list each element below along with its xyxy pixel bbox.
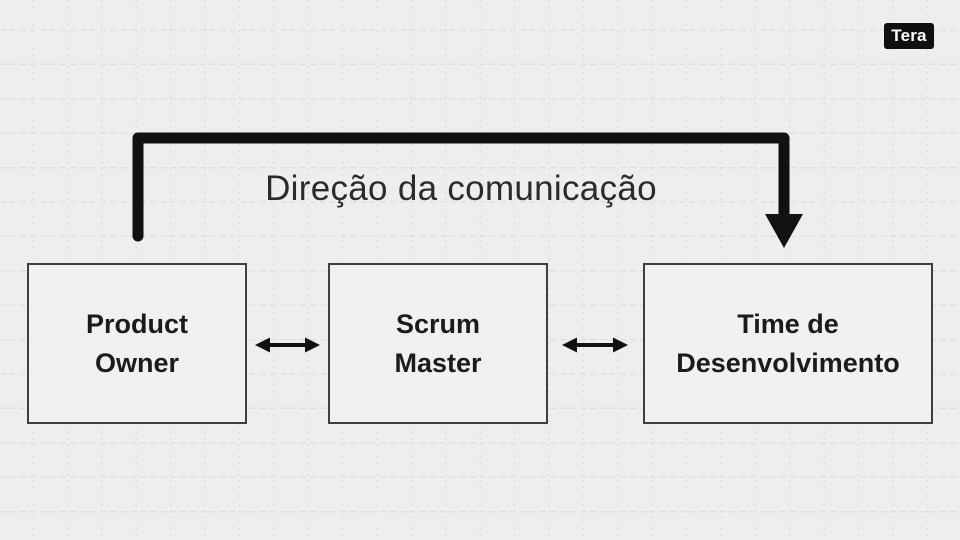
node-label-line: Desenvolvimento (676, 347, 900, 378)
bidirectional-arrow-icon (255, 337, 320, 353)
node-label-line: Owner (94, 347, 180, 378)
node-label-line: Master (394, 347, 482, 378)
tera-logo: Tera (884, 23, 934, 49)
node-label-line: Time de (737, 308, 839, 339)
slide-title: Direção da comunicação (265, 169, 657, 208)
node-label-line: Scrum (395, 308, 481, 339)
node-label-line: Product (85, 308, 188, 339)
node-scrum-master: Scrum Master (328, 263, 548, 424)
bidirectional-arrow-icon (562, 337, 628, 353)
node-dev-team: Time de Desenvolvimento (643, 263, 933, 424)
node-product-owner: Product Owner (27, 263, 247, 424)
